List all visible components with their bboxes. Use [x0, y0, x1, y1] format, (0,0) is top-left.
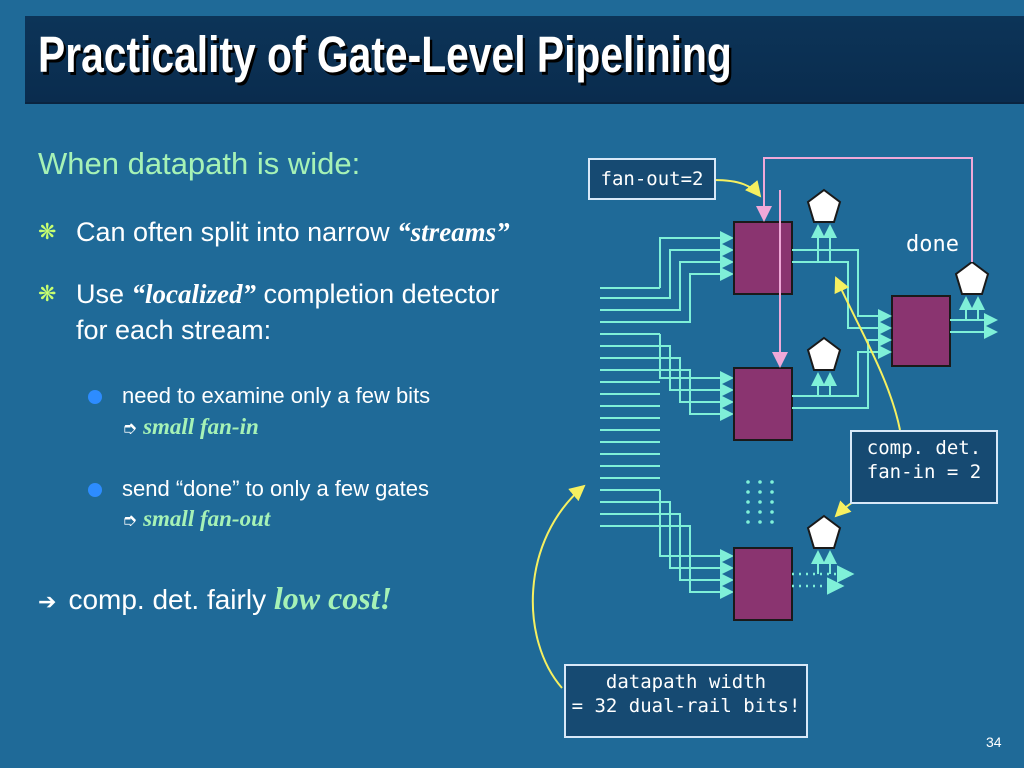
implies-small-fan-out: ➮small fan-out — [122, 506, 270, 532]
fanout-label: fan-out=2 — [588, 158, 716, 200]
bullet-emphasis: “localized” — [131, 279, 257, 309]
completion-detector-4 — [954, 260, 990, 295]
input-bus — [600, 287, 660, 527]
completion-detector-2 — [806, 336, 842, 371]
title-bar — [25, 16, 1024, 104]
gate1-input-wires — [659, 231, 734, 323]
implies-arrow-icon: ➮ — [122, 418, 138, 438]
subbullet-text: send “done” to only a few gates — [122, 476, 429, 501]
compdet-label-line2: fan-in = 2 — [866, 461, 982, 483]
compdet-label: comp. det. fan-in = 2 — [850, 430, 998, 504]
gate3-detector-wires — [811, 550, 837, 574]
ellipsis-dots — [746, 480, 774, 524]
dot-bullet-icon — [88, 483, 102, 497]
gate4-output-wires — [950, 296, 998, 339]
asterisk-bullet-icon: ❋ — [38, 219, 57, 244]
implies-text: small fan-in — [143, 414, 259, 439]
slide-title: Practicality of Gate-Level Pipelining — [38, 26, 732, 83]
conclusion: ➔ comp. det. fairly low cost! — [38, 580, 392, 617]
page-number: 34 — [986, 734, 1002, 750]
annotation-arrows — [531, 179, 901, 689]
done-label: done — [906, 232, 959, 257]
implies-arrow-icon: ➮ — [122, 510, 138, 530]
gate3-input-wires — [659, 490, 734, 599]
implies-text: small fan-out — [143, 506, 271, 531]
bullet-text-suffix: completion detector — [256, 279, 500, 309]
bullet-text: Can often split into narrow — [76, 217, 398, 247]
gate-3 — [733, 547, 793, 621]
subbullet-text: need to examine only a few bits — [122, 383, 431, 408]
completion-detector-3 — [806, 514, 842, 549]
bullet-text-line2: for each stream: — [76, 315, 272, 345]
bullet-text: Use — [76, 279, 132, 309]
heading: When datapath is wide: — [38, 146, 361, 181]
conclusion-text: comp. det. fairly — [68, 584, 274, 615]
gate-2 — [733, 367, 793, 441]
done-feedback-wires — [756, 157, 973, 368]
conclusion-emphasis: low cost! — [273, 580, 393, 616]
dot-bullet-icon — [88, 390, 102, 404]
datapath-label-line2: = 32 dual-rail bits! — [571, 695, 801, 717]
gate3-output-wires — [792, 565, 855, 595]
gate2-input-wires — [659, 334, 734, 421]
datapath-label: datapath width = 32 dual-rail bits! — [564, 664, 808, 738]
gate-1 — [733, 221, 793, 295]
arrow-right-icon: ➔ — [38, 589, 57, 614]
gate-4 — [891, 295, 951, 367]
implies-small-fan-in: ➮small fan-in — [122, 414, 259, 440]
datapath-label-line1: datapath width — [605, 671, 767, 693]
gate2-output-wires — [792, 333, 892, 409]
gate1-output-wires — [792, 224, 892, 335]
completion-detector-1 — [806, 188, 842, 223]
asterisk-bullet-icon: ❋ — [38, 281, 57, 306]
bullet-emphasis: “streams” — [397, 217, 510, 247]
compdet-label-line1: comp. det. — [866, 437, 982, 459]
